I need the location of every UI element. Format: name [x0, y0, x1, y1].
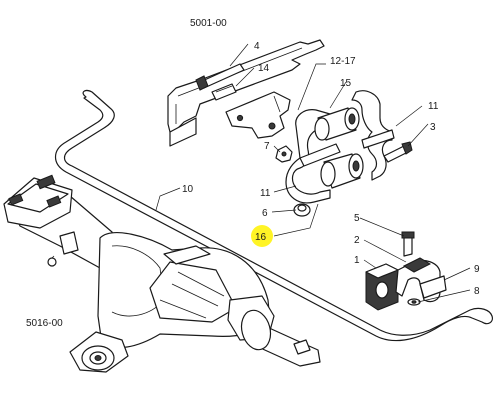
callout-15: 15 — [340, 78, 352, 89]
callout-4: 4 — [254, 41, 260, 52]
callout-5: 5 — [354, 213, 360, 224]
callout-1: 1 — [354, 255, 360, 266]
callout-12-17: 12-17 — [330, 56, 356, 67]
callout-14: 14 — [258, 63, 270, 74]
mounting-bracket — [225, 91, 291, 139]
callout-6: 6 — [262, 208, 268, 219]
bolt-5 — [401, 231, 415, 257]
callout-11-top: 11 — [428, 101, 439, 112]
clamp-2 — [395, 257, 447, 303]
ref-code-top: 5001-00 — [190, 18, 227, 29]
callout-10: 10 — [182, 184, 194, 195]
ref-code-bottom: 5016-00 — [26, 318, 63, 329]
stud-14 — [211, 83, 237, 101]
callout-8: 8 — [474, 286, 480, 297]
callout-11-bottom: 11 — [260, 188, 271, 199]
stabilizer-bar — [54, 89, 493, 342]
bushing-1 — [365, 263, 399, 311]
callout-9: 9 — [474, 264, 480, 275]
bolt-4 — [195, 63, 245, 91]
rear-axle-housing — [3, 174, 321, 373]
leader-lines — [155, 43, 471, 303]
callout-3: 3 — [430, 122, 436, 133]
callout-16: 16 — [255, 232, 267, 243]
callout-7: 7 — [264, 141, 270, 152]
nut-6 — [293, 203, 311, 217]
callout-2: 2 — [354, 235, 360, 246]
callout-highlight — [251, 225, 273, 247]
nut-7 — [275, 145, 293, 163]
bolt-3 — [383, 141, 413, 163]
clamp-assembly-12-17 — [285, 90, 395, 204]
washer-8 — [407, 298, 421, 306]
